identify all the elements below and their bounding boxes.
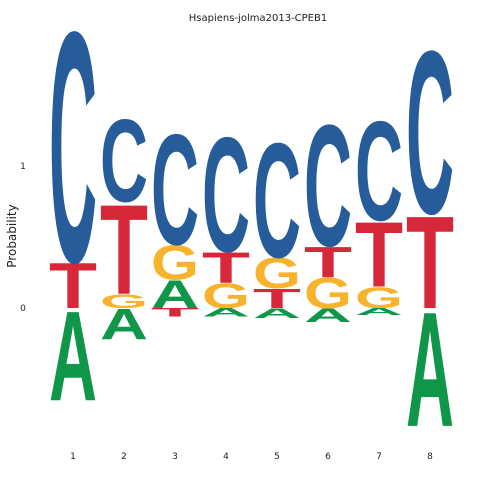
logo-letter-C: C bbox=[202, 104, 250, 286]
logo-letter-C: C bbox=[49, 0, 97, 332]
logo-letter-A: A bbox=[100, 300, 148, 349]
x-tick-label: 5 bbox=[274, 452, 280, 462]
logo-letter-C: C bbox=[355, 93, 403, 251]
logo-letter-G: G bbox=[100, 290, 148, 312]
logo-column: GTC A bbox=[202, 104, 250, 319]
x-tick-label: 3 bbox=[172, 452, 178, 462]
x-tick-label: 1 bbox=[70, 452, 76, 462]
logo-letter-C: C bbox=[253, 110, 301, 292]
x-tick-label: 4 bbox=[223, 452, 229, 462]
logo-letter-T: T bbox=[151, 306, 199, 319]
x-axis-ticks: 1 2 3 4 5 6 7 8 bbox=[70, 452, 433, 462]
y-tick-label: 0 bbox=[20, 304, 26, 314]
logo-letter-T: T bbox=[253, 284, 301, 314]
logo-letter-T: T bbox=[100, 178, 148, 321]
logo-letter-C: C bbox=[151, 101, 199, 278]
logo-letter-G: G bbox=[355, 282, 403, 315]
logo-letter-A: A bbox=[202, 306, 250, 319]
logo-letter-G: G bbox=[304, 270, 352, 318]
logo-letter-C: C bbox=[100, 95, 148, 227]
y-axis-label: Probability bbox=[5, 204, 19, 267]
y-tick-label: 1 bbox=[20, 162, 26, 172]
logo-column: TCA bbox=[406, 3, 454, 461]
logo-letter-A: A bbox=[406, 279, 454, 461]
logo-letter-A: A bbox=[151, 273, 199, 317]
chart-title: Hsapiens-jolma2013-CPEB1 bbox=[189, 13, 327, 24]
logo-letter-C: C bbox=[304, 88, 352, 282]
x-tick-label: 6 bbox=[325, 452, 331, 462]
logo-letter-G: G bbox=[202, 276, 250, 316]
x-tick-label: 2 bbox=[121, 452, 127, 462]
logo-letter-A: A bbox=[304, 305, 352, 327]
logo-letter-G: G bbox=[253, 250, 301, 298]
logo-letter-T: T bbox=[355, 204, 403, 308]
x-tick-label: 8 bbox=[427, 452, 433, 462]
logo-letter-C: C bbox=[406, 3, 454, 263]
logo-letter-T: T bbox=[406, 190, 454, 337]
logo-letter-T: T bbox=[202, 244, 250, 292]
logo-column: GTC A bbox=[100, 95, 148, 348]
logo-column: TCA bbox=[49, 0, 97, 428]
logo-letter-T: T bbox=[304, 238, 352, 286]
logo-letter-A: A bbox=[49, 285, 97, 428]
logo-letter-A: A bbox=[253, 306, 301, 321]
logo-column: AGC T bbox=[151, 101, 199, 319]
x-tick-label: 7 bbox=[376, 452, 382, 462]
logo-letter-A: A bbox=[355, 306, 403, 317]
logo-letter-G: G bbox=[151, 235, 199, 291]
y-axis-ticks: 01 bbox=[20, 162, 26, 314]
logo-column: GTC A bbox=[355, 93, 403, 317]
logo-letter-T: T bbox=[49, 250, 97, 322]
logo-column: GTC A bbox=[304, 88, 352, 326]
